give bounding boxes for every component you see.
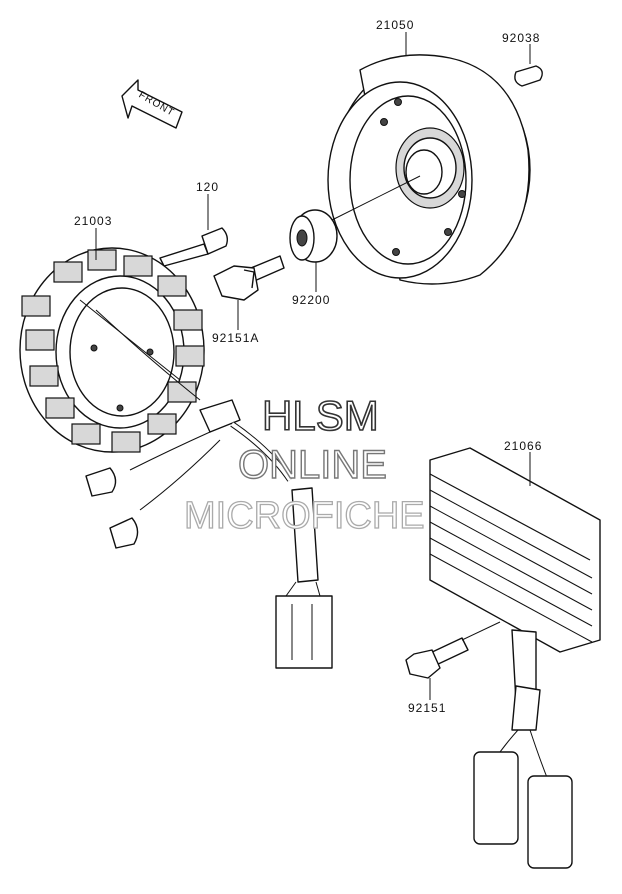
- watermark-line1: HLSM: [262, 392, 379, 439]
- bolt-92151a[interactable]: [213, 255, 285, 301]
- label-21050: 21050: [376, 18, 414, 32]
- key-92038[interactable]: [514, 65, 543, 87]
- label-92151: 92151: [408, 701, 446, 715]
- label-92200: 92200: [292, 293, 330, 307]
- label-92151a: 92151A: [212, 331, 259, 345]
- bolt-92151[interactable]: [405, 637, 469, 679]
- label-120: 120: [196, 180, 219, 194]
- bolt-120[interactable]: [159, 227, 229, 267]
- stator-harness: [85, 399, 333, 669]
- stator-21003[interactable]: [19, 247, 205, 453]
- label-21003: 21003: [74, 214, 112, 228]
- watermark-line3: MICROFICHE: [184, 495, 425, 537]
- front-arrow: FRONT: [121, 79, 183, 129]
- washer-92200[interactable]: [289, 209, 338, 263]
- watermark: HLSM ONLINE MICROFICHE: [183, 391, 425, 537]
- part-labels: 21050 92038 120 21003 92200 92151A 21066…: [74, 18, 542, 715]
- label-92038: 92038: [502, 31, 540, 45]
- label-21066: 21066: [504, 439, 542, 453]
- regulator-21066[interactable]: [429, 447, 601, 869]
- watermark-line2: ONLINE: [238, 443, 387, 487]
- leader-lines: [95, 32, 531, 700]
- rotor-21050[interactable]: [327, 54, 531, 285]
